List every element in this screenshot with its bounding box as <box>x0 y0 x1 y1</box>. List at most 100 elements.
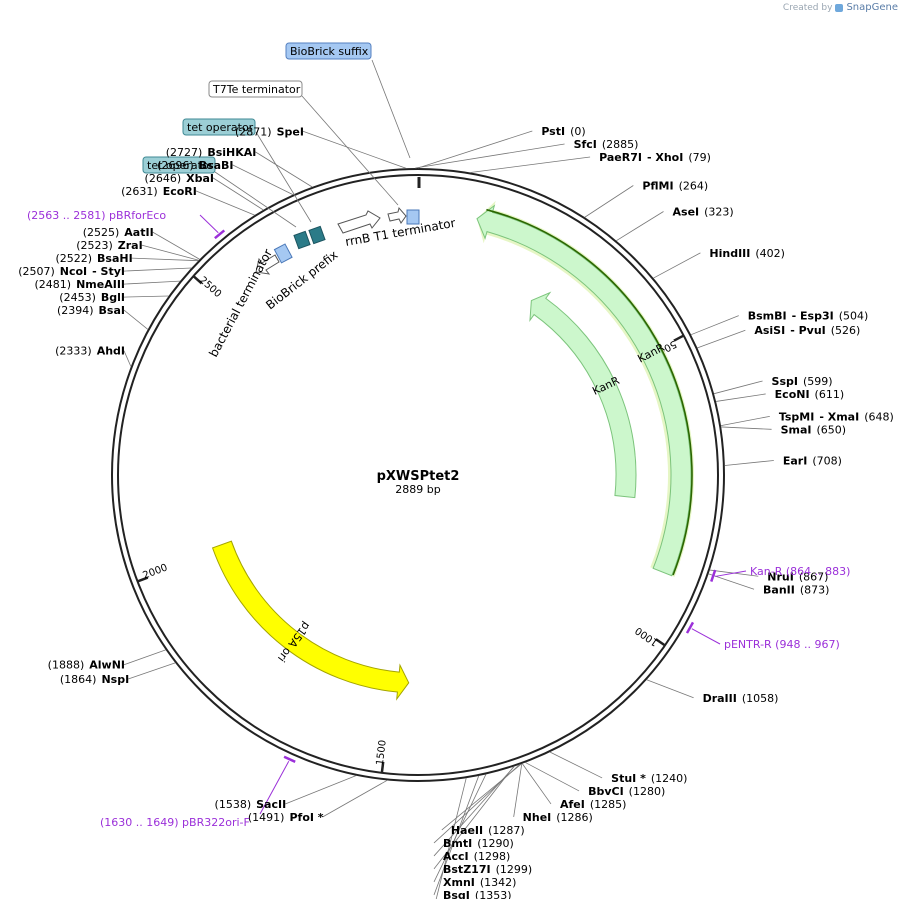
site-leader <box>123 295 169 298</box>
site-name: EarI <box>783 454 807 467</box>
site-label: EarI(708) <box>783 454 842 467</box>
site-leaders <box>123 130 774 899</box>
site-num: (402) <box>755 247 785 260</box>
site-name: StuI * <box>611 772 646 785</box>
site-leader <box>720 415 770 427</box>
site-name: BsaHI <box>97 252 133 265</box>
site-num: (1285) <box>590 798 627 811</box>
site-num: (2871) <box>235 125 272 138</box>
site-num: (2727) <box>166 146 203 159</box>
site-label: EcoNI(611) <box>775 388 844 401</box>
callout-t7te: T7Te terminator <box>212 83 301 96</box>
site-name: PaeR7I <box>599 151 642 164</box>
site-num: (504) <box>839 310 869 323</box>
primer-label: pENTR-R (948 .. 967) <box>724 638 840 651</box>
site-label: (2696)BsaBI <box>157 159 233 172</box>
site-name: NcoI <box>60 265 87 278</box>
site-name: ZraI <box>118 239 143 252</box>
site-leader <box>433 774 487 883</box>
site-label: (1491)PfoI * <box>248 811 324 824</box>
primer-mark <box>283 755 296 763</box>
primer-leader <box>259 760 290 815</box>
site-name: SpeI <box>277 125 304 138</box>
site-num: (1287) <box>488 824 525 837</box>
site-leader <box>646 679 694 699</box>
site-name: BsmBI <box>748 310 787 323</box>
site-label: NruI(867) <box>767 570 828 583</box>
site-name: SspI <box>772 375 798 388</box>
callout-biobrick-suffix: BioBrick suffix <box>290 45 369 58</box>
site-leader <box>690 315 739 336</box>
site-name: EcoNI <box>775 388 810 401</box>
primer-label: (1630 .. 1649) pBR322ori-F <box>100 816 250 829</box>
primer-leader <box>691 628 721 645</box>
site-name: BanII <box>763 583 795 596</box>
site-name2: - PvuI <box>790 324 826 337</box>
site-leader <box>522 763 552 805</box>
site-num: (1058) <box>742 692 779 705</box>
site-num: (648) <box>864 410 894 423</box>
site-name: SmaI <box>781 423 812 436</box>
site-leader <box>152 231 200 260</box>
site-leader <box>724 460 774 466</box>
site-num: (79) <box>688 151 711 164</box>
callout-t7te-box <box>208 80 303 98</box>
tick-2500 <box>192 275 203 285</box>
site-label: BanII(873) <box>763 583 829 596</box>
site-num: (1538) <box>215 798 252 811</box>
site-num: (2453) <box>59 291 96 304</box>
site-leader <box>195 190 255 216</box>
watermark-prefix: Created by <box>782 2 833 13</box>
site-label: HaeII(1287) <box>451 824 525 837</box>
site-num: (1299) <box>496 863 533 876</box>
site-label: BbvCI(1280) <box>588 785 665 798</box>
site-name: AccI <box>443 850 469 863</box>
site-leader <box>525 762 580 792</box>
site-name: BmtI <box>443 837 472 850</box>
site-label: (1888) AlwNI <box>48 659 125 672</box>
callout-tet-operator-2: tet operator <box>147 159 214 172</box>
site-leader <box>123 350 132 367</box>
tick-label: 2500 <box>197 275 223 300</box>
site-num: (526) <box>831 324 861 337</box>
site-name: HindIII <box>709 247 750 260</box>
site-label: BstZ17I(1299) <box>443 863 532 876</box>
site-num: (867) <box>799 570 829 583</box>
site-name2: - Esp3I <box>792 310 834 323</box>
site-label: (2523)ZraI <box>76 239 143 252</box>
site-label: (2871) SpeI <box>235 125 304 138</box>
site-label: (2333)AhdI <box>55 345 125 358</box>
site-label: SspI(599) <box>772 375 833 388</box>
site-label: (2453)BglI <box>59 291 125 304</box>
site-leader <box>123 649 166 666</box>
site-name: BsiHKAI <box>207 146 256 159</box>
site-name2: - XhoI <box>647 151 683 164</box>
site-label: BsgI(1353) <box>443 889 511 899</box>
site-leader <box>721 426 772 430</box>
site-label: SfcI(2885) <box>574 138 639 151</box>
site-label: (2522)BsaHI <box>55 252 132 265</box>
site-label: TspMI- XmaI(648) <box>779 410 894 423</box>
site-leader <box>123 267 192 272</box>
site-leader <box>322 780 388 818</box>
site-num: (1353) <box>475 889 512 899</box>
site-name: XbaI <box>186 172 214 185</box>
tet-operator-box-1 <box>293 230 311 250</box>
tick-1500 <box>380 761 385 773</box>
site-leader <box>417 130 533 169</box>
site-num: (0) <box>570 125 586 138</box>
site-num: (1342) <box>480 876 517 889</box>
bacterial-terminator-arrow <box>255 254 280 275</box>
site-leader <box>713 380 763 395</box>
site-num: (1864) <box>60 673 97 686</box>
site-name: AfeI <box>560 798 585 811</box>
site-leader <box>212 177 264 211</box>
tick-500 <box>673 334 685 342</box>
site-leader <box>232 164 294 196</box>
site-name2: - StyI <box>92 265 125 278</box>
site-num: (1888) <box>48 659 85 672</box>
tick-1000 <box>655 638 666 647</box>
site-name: PstI <box>541 125 565 138</box>
site-label: (1864)NspI <box>60 673 129 686</box>
site-name: AlwNI <box>89 659 125 672</box>
